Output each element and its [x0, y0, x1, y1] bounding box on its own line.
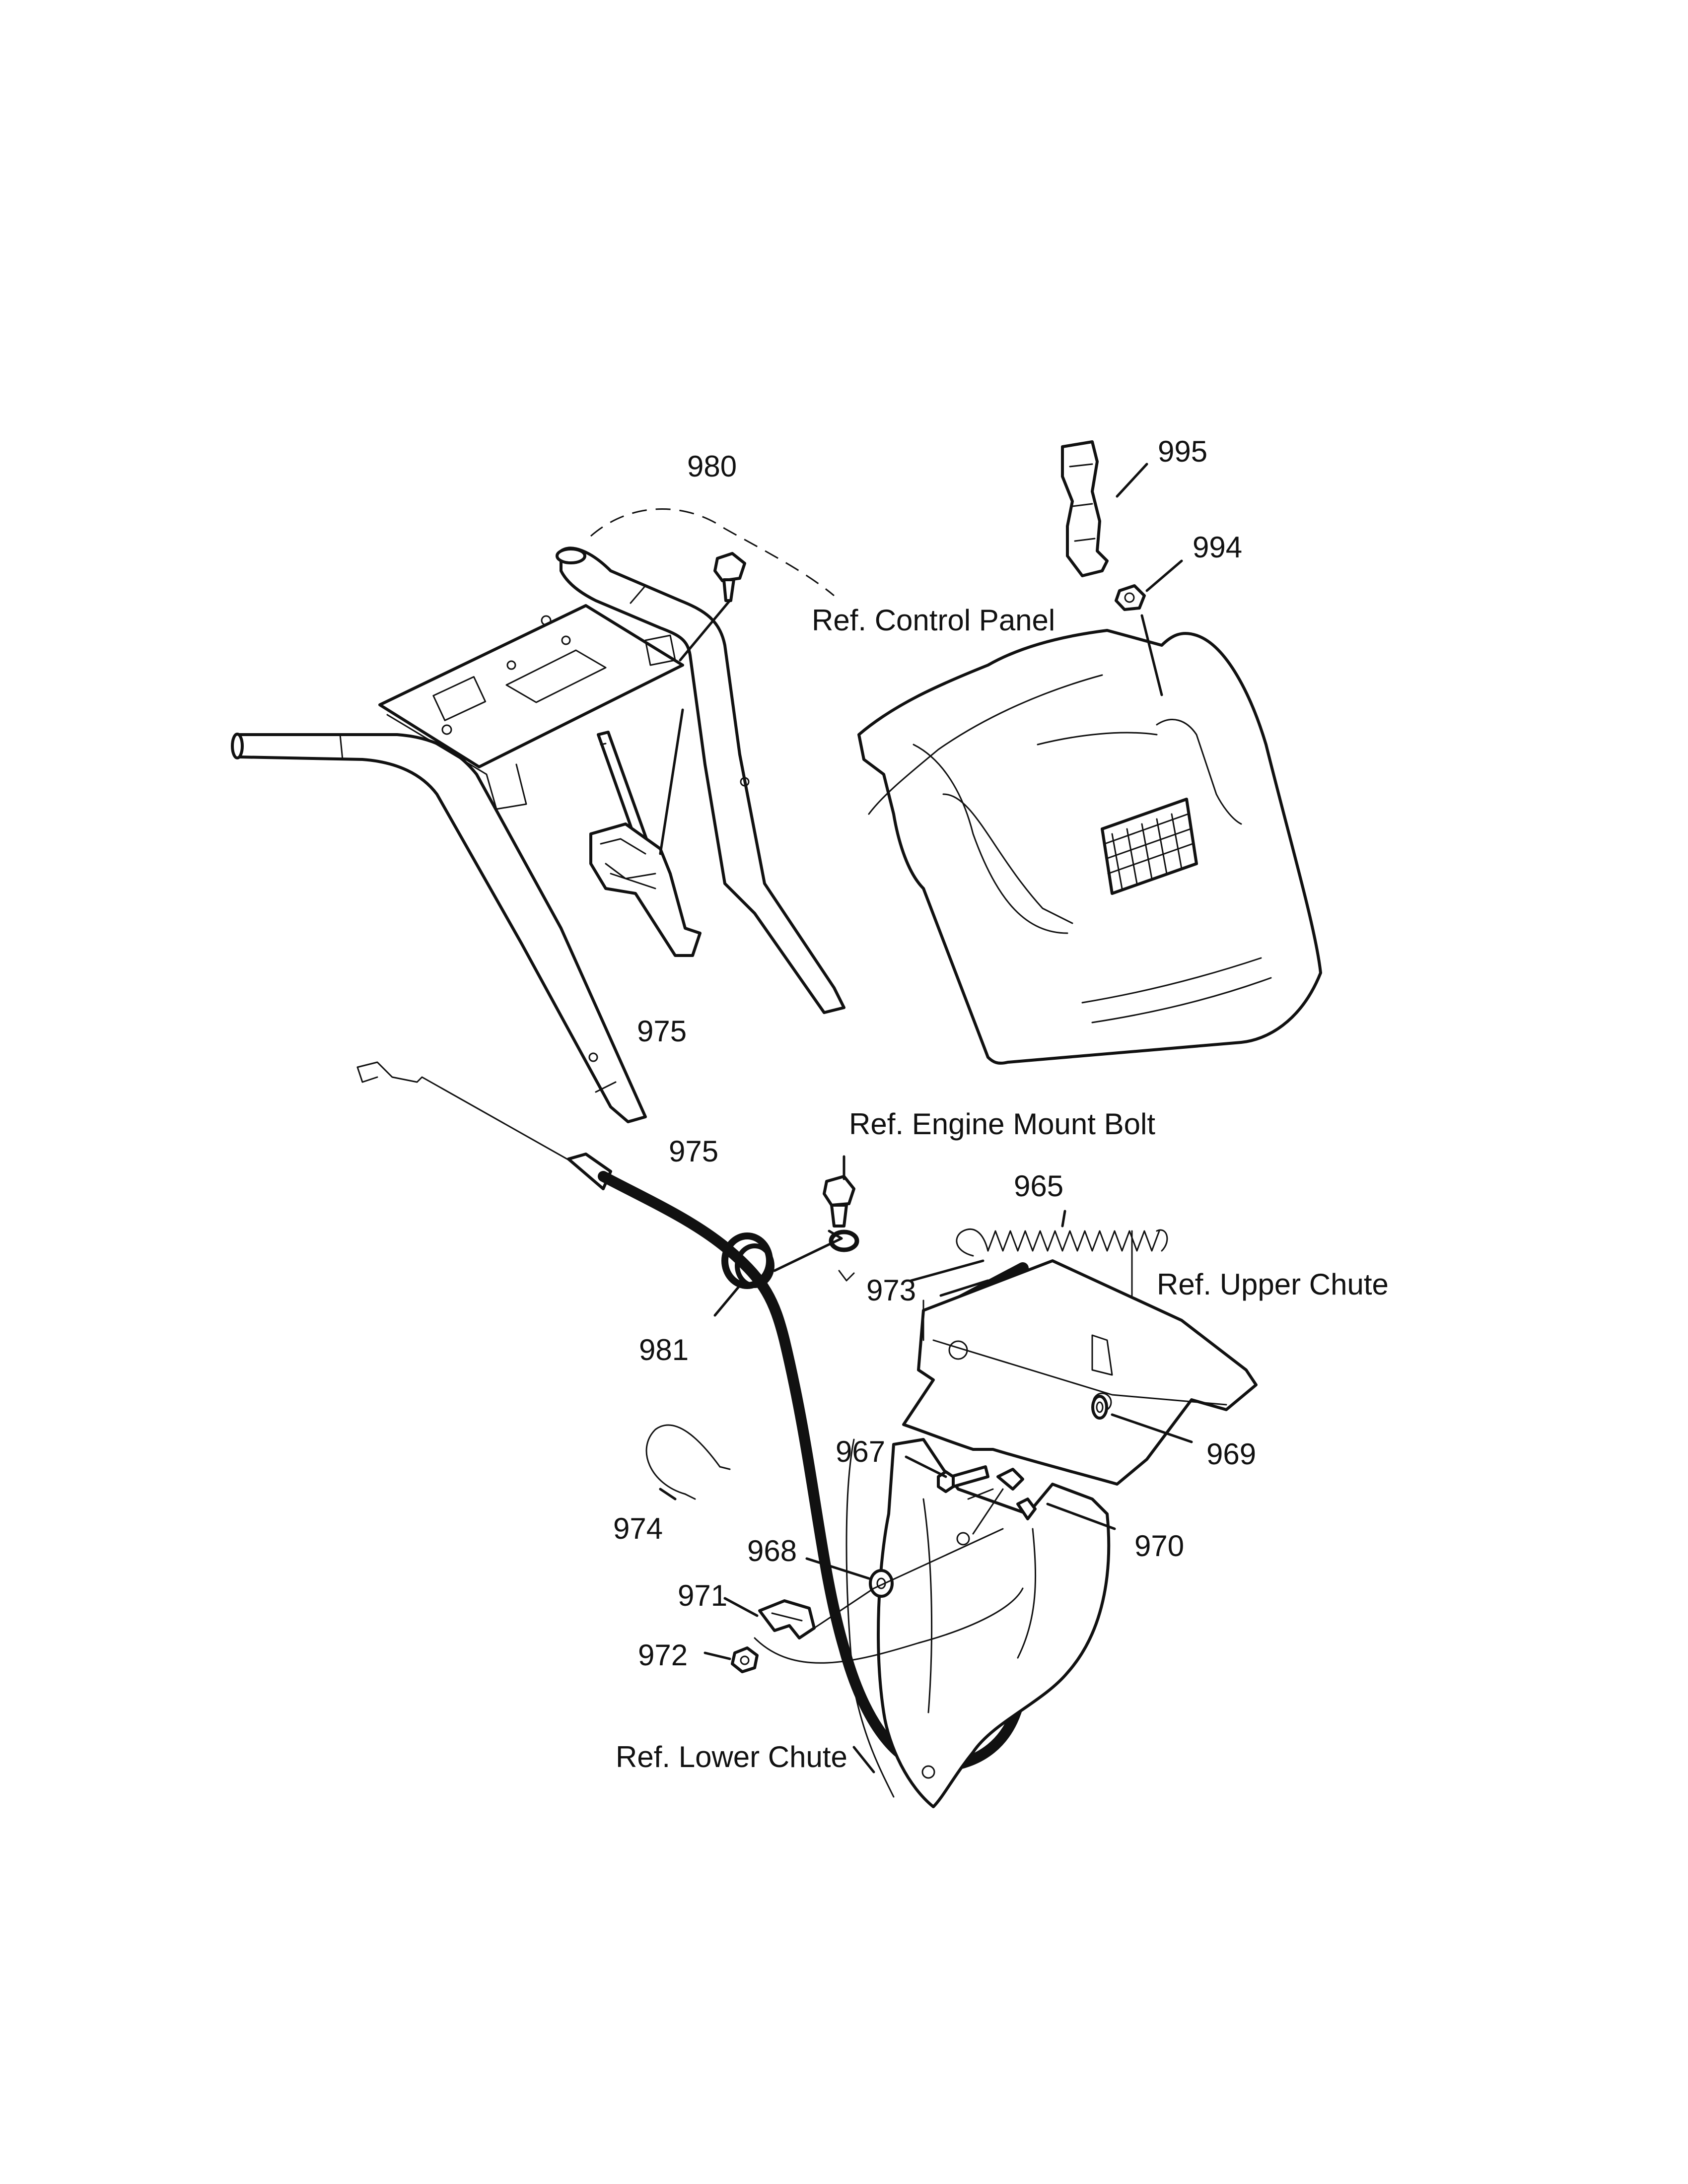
- upper-chute: [902, 1230, 1258, 1486]
- chute-bolt: [972, 1468, 1037, 1535]
- control-panel-leader-arc: [590, 508, 835, 597]
- handle-assembly: [231, 546, 845, 1123]
- nut-972: [731, 1646, 759, 1673]
- clip-971: [758, 1599, 816, 1639]
- label-965: 965: [1014, 1169, 1063, 1203]
- label-974: 974: [613, 1512, 663, 1545]
- bolt-967: [937, 1465, 989, 1493]
- label-971: 971: [678, 1579, 727, 1612]
- label-ref-engine-mount-bolt: Ref. Engine Mount Bolt: [849, 1107, 1155, 1141]
- label-ref-upper-chute: Ref. Upper Chute: [1157, 1268, 1389, 1301]
- ring-974: [645, 1424, 731, 1500]
- callout-labels: 980 995 994 Ref. Control Panel 975 975 R…: [613, 435, 1389, 1774]
- label-994: 994: [1193, 531, 1242, 564]
- cable-loop: [754, 1587, 1024, 1664]
- label-972: 972: [638, 1638, 688, 1672]
- lower-chute: [845, 1438, 1111, 1808]
- label-ref-lower-chute: Ref. Lower Chute: [616, 1740, 847, 1774]
- label-981: 981: [639, 1333, 689, 1366]
- engine-mount-bolt: [823, 1155, 859, 1282]
- spring-965: [956, 1210, 1168, 1257]
- label-995: 995: [1158, 435, 1207, 468]
- clip-981: [721, 1229, 843, 1289]
- label-967: 967: [836, 1435, 885, 1468]
- label-980: 980: [687, 450, 737, 483]
- label-970: 970: [1134, 1529, 1184, 1563]
- label-968: 968: [747, 1534, 797, 1568]
- control-panel: [857, 629, 1322, 1065]
- label-969: 969: [1206, 1437, 1256, 1471]
- nut-994: [1115, 584, 1146, 611]
- label-ref-control-panel: Ref. Control Panel: [812, 604, 1055, 637]
- washer-969: [1091, 1395, 1108, 1420]
- washer-968: [869, 1569, 894, 1598]
- label-975-cable: 975: [669, 1135, 718, 1168]
- label-975-top: 975: [637, 1015, 687, 1048]
- label-973: 973: [866, 1274, 916, 1307]
- grip-995: [1061, 440, 1109, 577]
